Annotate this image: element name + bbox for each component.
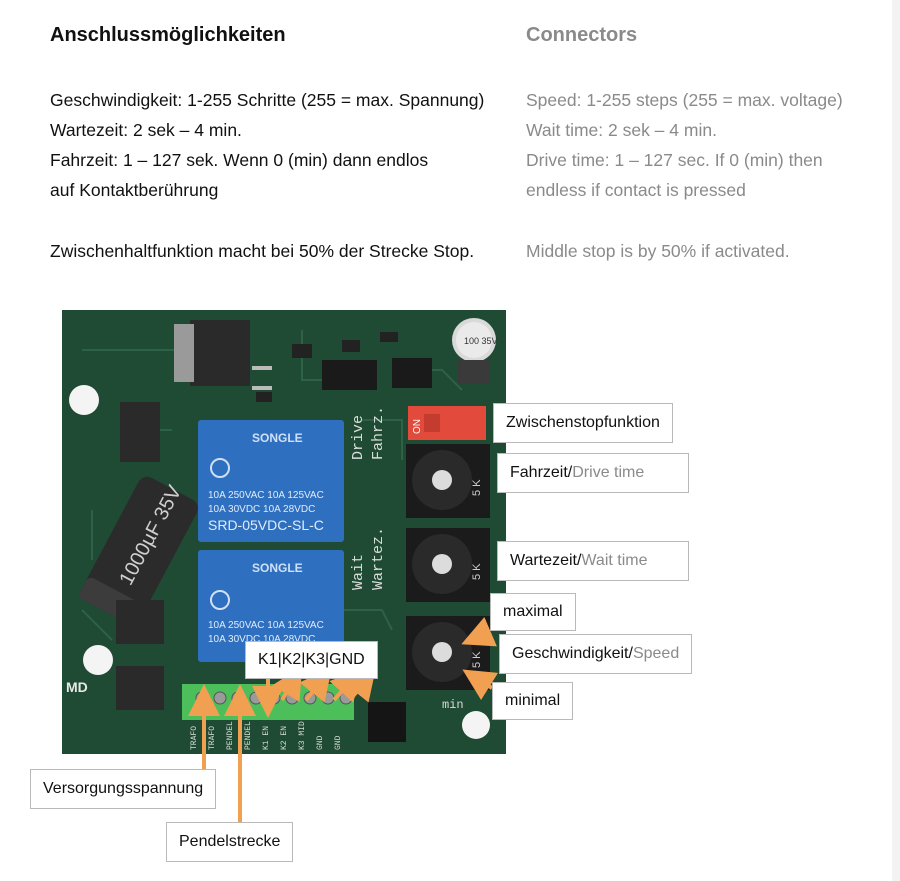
label-k-terminals: K1|K2|K3|GND (245, 641, 378, 679)
ic-chip (322, 360, 377, 390)
english-line-midstop: Middle stop is by 50% if activated. (526, 241, 790, 261)
english-heading: Connectors (526, 24, 638, 46)
english-line-speed: Speed: 1-255 steps (255 = max. voltage) (526, 90, 843, 110)
mounting-hole (462, 711, 490, 739)
svg-text:Drive: Drive (350, 415, 367, 460)
label-minimal: minimal (492, 682, 574, 720)
transistor (120, 402, 160, 462)
svg-text:100 35V: 100 35V (464, 336, 498, 346)
german-line-speed: Geschwindigkeit: 1-255 Schritte (255 = m… (50, 90, 485, 110)
page-edge (892, 0, 900, 881)
relay-2: SONGLE 10A 250VAC 10A 125VAC 10A 30VDC 1… (198, 550, 344, 662)
svg-text:SRD-05VDC-SL-C: SRD-05VDC-SL-C (208, 517, 324, 533)
svg-text:GND: GND (316, 735, 325, 750)
svg-text:TRAFO: TRAFO (208, 726, 217, 750)
svg-text:K3 MID: K3 MID (298, 721, 307, 750)
terminal-labels: TRAFO TRAFO PENDEL PENDEL K1 EN K2 EN K3… (190, 721, 343, 750)
svg-text:Fahrz.: Fahrz. (370, 406, 387, 460)
svg-text:min: min (442, 698, 464, 712)
german-line-wait: Wartezeit: 2 sek – 4 min. (50, 120, 242, 140)
potentiometer-drive-time: 5 K (406, 444, 490, 518)
german-line-drive-cont: auf Kontaktberührung (50, 180, 219, 200)
silkscreen-text: Drive Fahrz. Wait Wartez. min (350, 406, 464, 712)
svg-text:10A 250VAC 10A 125VAC: 10A 250VAC 10A 125VAC (208, 490, 324, 501)
label-supply-voltage: Versorgungsspannung (30, 769, 217, 809)
svg-text:K1 EN: K1 EN (262, 726, 271, 750)
mounting-hole (69, 385, 99, 415)
mounting-hole (83, 645, 113, 675)
label-wait-time: Wartezeit/Wait time (497, 541, 689, 581)
svg-text:5 K: 5 K (471, 479, 483, 496)
english-line-drive: Drive time: 1 – 127 sec. If 0 (min) then (526, 150, 823, 170)
svg-text:PENDEL: PENDEL (244, 721, 253, 750)
circuit-board-image: 100 35V SONGLE 10A 250VAC 10A 125VAC 10A… (62, 310, 506, 754)
svg-text:GND: GND (334, 735, 343, 750)
label-drive-time: Fahrzeit/Drive time (497, 453, 689, 493)
svg-text:Wait: Wait (350, 554, 367, 590)
svg-text:PENDEL: PENDEL (226, 721, 235, 750)
svg-text:10A 30VDC 10A 28VDC: 10A 30VDC 10A 28VDC (208, 504, 315, 515)
svg-text:Wartez.: Wartez. (370, 527, 387, 590)
potentiometer-wait-time: 5 K (406, 528, 490, 602)
svg-text:SONGLE: SONGLE (252, 561, 303, 575)
svg-text:10A 30VDC 10A 28VDC: 10A 30VDC 10A 28VDC (208, 634, 315, 645)
english-line-drive-cont: endless if contact is pressed (526, 180, 746, 200)
label-speed: Geschwindigkeit/Speed (499, 634, 693, 674)
dip-switch (408, 406, 486, 440)
svg-text:5 K: 5 K (471, 651, 483, 668)
english-line-wait: Wait time: 2 sek – 4 min. (526, 120, 717, 140)
svg-text:SONGLE: SONGLE (252, 431, 303, 445)
ic-chip (392, 358, 432, 388)
relay-1: SONGLE 10A 250VAC 10A 125VAC 10A 30VDC 1… (198, 420, 344, 542)
voltage-regulator (190, 320, 250, 386)
terminal-screws (195, 691, 353, 705)
svg-text:TRAFO: TRAFO (190, 726, 199, 750)
label-maximal: maximal (490, 593, 576, 631)
german-line-midstop: Zwischenhaltfunktion macht bei 50% der S… (50, 241, 475, 261)
svg-text:10A 250VAC 10A 125VAC: 10A 250VAC 10A 125VAC (208, 620, 324, 631)
label-pendel-track: Pendelstrecke (166, 822, 294, 862)
german-heading: Anschlussmöglichkeiten (50, 24, 286, 46)
german-line-drive: Fahrzeit: 1 – 127 sek. Wenn 0 (min) dann… (50, 150, 429, 170)
label-zwischenstop: Zwischenstopfunktion (493, 403, 673, 443)
board-logo: MD (66, 679, 88, 695)
svg-text:K2 EN: K2 EN (280, 726, 289, 750)
svg-text:ON: ON (412, 419, 423, 434)
potentiometer-speed: 5 K (406, 616, 490, 690)
svg-text:5 K: 5 K (471, 563, 483, 580)
